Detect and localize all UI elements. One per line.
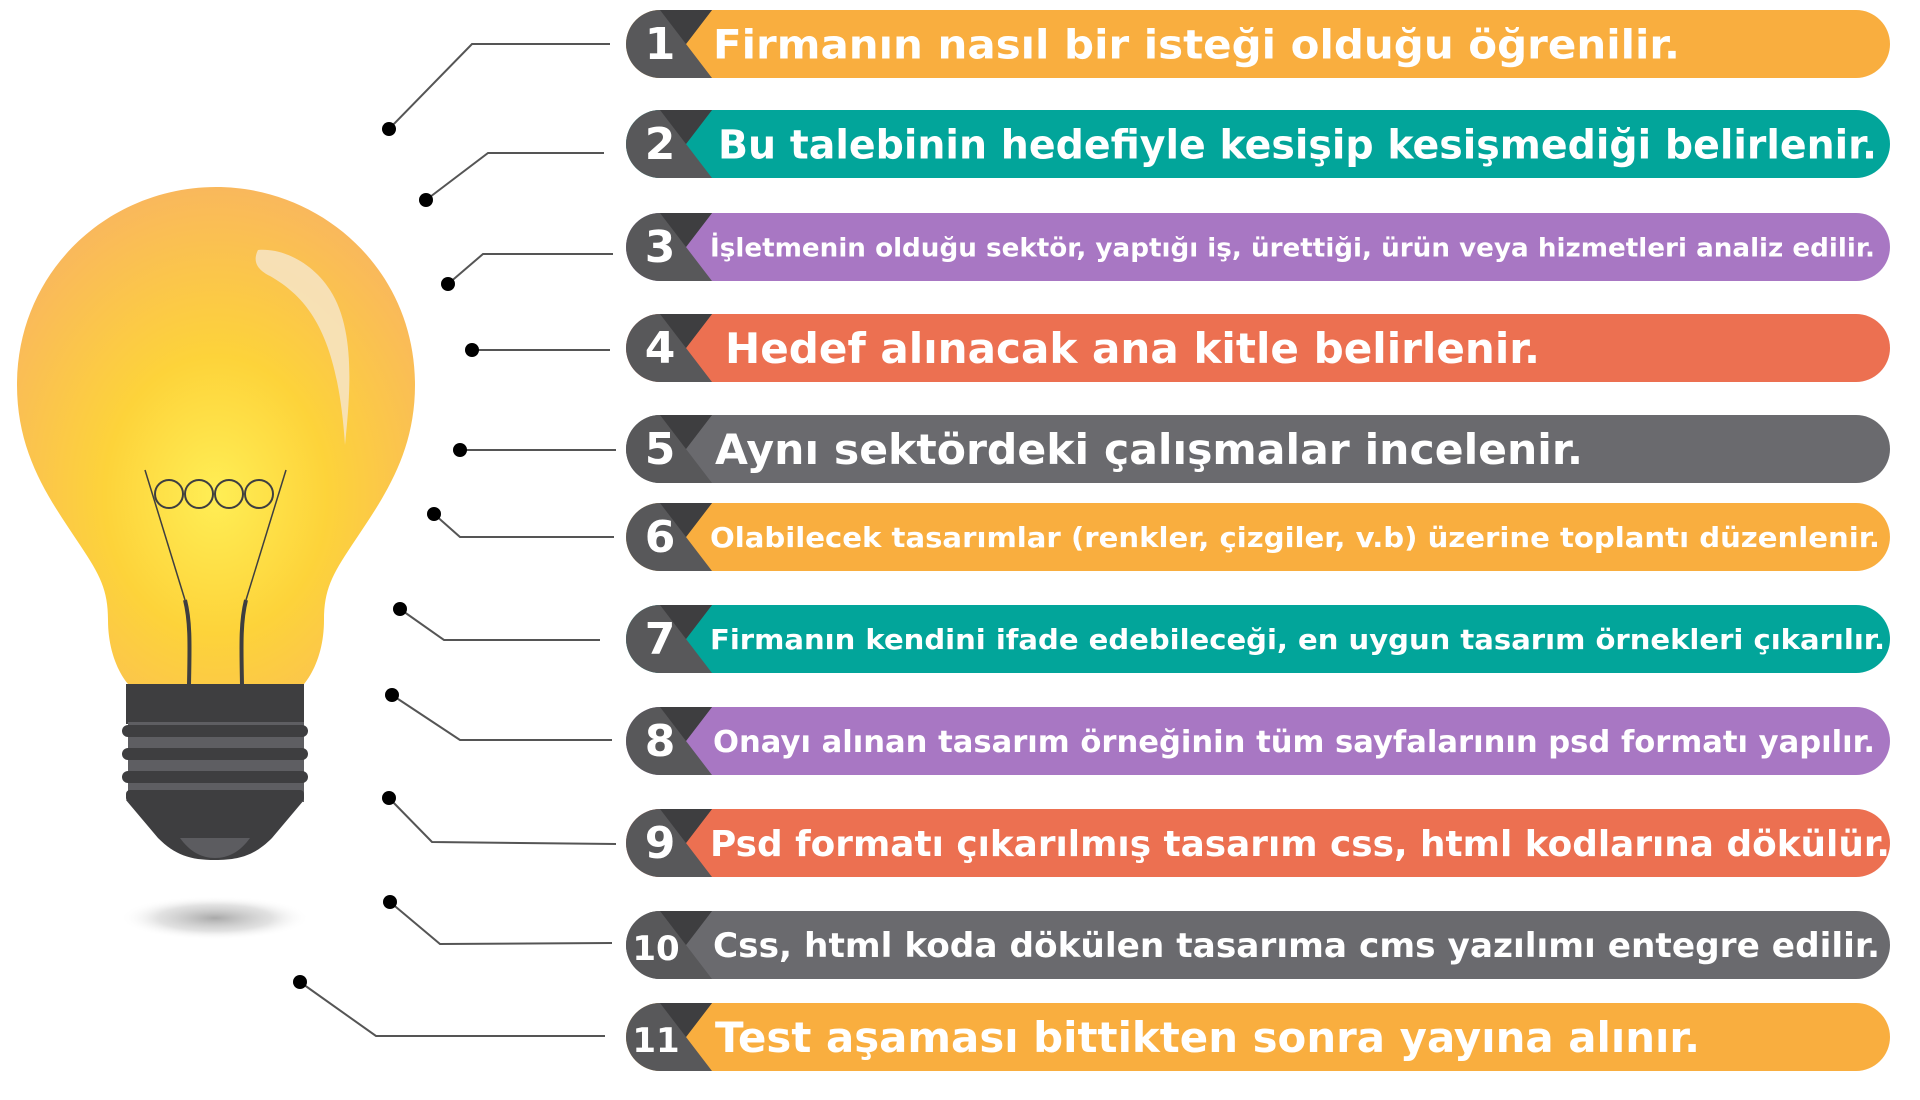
step-bar xyxy=(626,605,1890,673)
badge-shade xyxy=(660,415,712,449)
badge-shade xyxy=(660,605,712,639)
step-item: 2 Bu talebinin hedefiyle kesişip kesişmed… xyxy=(626,110,1890,178)
step-item: 10 Css, html koda dökülen tasarıma cms ya… xyxy=(626,911,1890,979)
step-bar xyxy=(626,10,1890,78)
step-item: 6 Olabilecek tasarımlar (renkler, çizgile… xyxy=(626,503,1890,571)
step-label: Firmanın nasıl bir isteği olduğu öğrenil… xyxy=(713,22,1680,68)
badge-shade xyxy=(660,503,712,537)
badge-shade xyxy=(660,110,712,144)
dot-icon xyxy=(383,895,397,909)
badge-shade xyxy=(660,1003,712,1037)
step-item: 5 Aynı sektördeki çalışmalar incelenir. xyxy=(626,415,1890,483)
bulb-shadow xyxy=(120,896,310,940)
connector-7 xyxy=(399,608,600,641)
connector-3 xyxy=(447,253,613,285)
step-bar xyxy=(626,415,1890,483)
step-bar xyxy=(626,314,1890,382)
step-number: 8 xyxy=(645,716,676,767)
step-label: Psd formatı çıkarılmış tasarım css, html… xyxy=(710,824,1890,865)
dot-icon xyxy=(453,443,467,457)
step-label: İşletmenin olduğu sektör, yaptığı iş, ür… xyxy=(710,231,1875,263)
step-label: Bu talebinin hedefiyle kesişip kesişmedi… xyxy=(718,122,1877,168)
step-bar xyxy=(626,1003,1890,1071)
badge-shade xyxy=(660,213,712,247)
step-number: 7 xyxy=(645,614,676,665)
bulb-glass xyxy=(17,187,415,684)
dot-icon xyxy=(382,122,396,136)
connector-6 xyxy=(433,513,614,538)
dot-icon xyxy=(419,193,433,207)
step-number: 10 xyxy=(632,929,679,969)
connector-11 xyxy=(299,981,605,1037)
connector-1 xyxy=(388,43,610,130)
step-item: 11 Test aşaması bittikten sonra yayına al… xyxy=(626,1003,1890,1071)
dot-icon xyxy=(393,602,407,616)
steps-list: 1 Firmanın nasıl bir isteği olduğu öğreni… xyxy=(626,10,1890,1071)
connector-10 xyxy=(389,901,613,946)
dot-icon xyxy=(293,975,307,989)
badge-shade xyxy=(660,809,712,843)
dot-icon xyxy=(382,791,396,805)
step-label: Olabilecek tasarımlar (renkler, çizgiler… xyxy=(710,521,1880,554)
step-bar xyxy=(626,911,1890,979)
step-label: Css, html koda dökülen tasarıma cms yazı… xyxy=(713,926,1880,966)
step-number: 9 xyxy=(645,818,676,869)
step-item: 9 Psd formatı çıkarılmış tasarım css, htm… xyxy=(626,809,1890,877)
step-bar xyxy=(626,809,1890,877)
dot-icon xyxy=(465,343,479,357)
connector-dots xyxy=(293,122,479,989)
connector-2 xyxy=(425,152,604,201)
step-bar xyxy=(626,707,1890,775)
step-item: 4 Hedef alınacak ana kitle belirlenir. xyxy=(626,314,1890,382)
step-number: 5 xyxy=(645,424,676,475)
bulb-highlight xyxy=(255,249,350,445)
step-label: Firmanın kendini ifade edebileceği, en u… xyxy=(710,623,1885,656)
step-number: 6 xyxy=(645,512,676,563)
bulb-base xyxy=(122,684,308,860)
step-number: 1 xyxy=(645,19,676,70)
step-number: 3 xyxy=(645,222,676,273)
badge-shade xyxy=(660,10,712,44)
dot-icon xyxy=(427,507,441,521)
step-label: Test aşaması bittikten sonra yayına alın… xyxy=(715,1013,1700,1062)
step-bar xyxy=(626,110,1890,178)
step-item: 8 Onayı alınan tasarım örneğinin tüm sayf… xyxy=(626,707,1890,775)
dot-icon xyxy=(385,688,399,702)
connector-9 xyxy=(388,797,617,845)
lightbulb-icon xyxy=(17,187,415,940)
bulb-filament xyxy=(144,469,287,685)
step-bar xyxy=(626,213,1890,281)
step-number: 4 xyxy=(645,323,676,374)
badge-shade xyxy=(660,314,712,348)
step-item: 7 Firmanın kendini ifade edebileceği, en … xyxy=(626,605,1890,673)
badge-shade xyxy=(660,707,712,741)
connector-8 xyxy=(391,694,612,741)
step-item: 3 İşletmenin olduğu sektör, yaptığı iş, ü… xyxy=(626,213,1890,281)
dot-icon xyxy=(441,277,455,291)
badge-shade xyxy=(660,911,712,945)
step-label: Aynı sektördeki çalışmalar incelenir. xyxy=(715,425,1583,474)
step-item: 1 Firmanın nasıl bir isteği olduğu öğreni… xyxy=(626,10,1890,78)
step-label: Onayı alınan tasarım örneğinin tüm sayfa… xyxy=(713,725,1875,760)
step-number: 11 xyxy=(632,1021,679,1061)
step-number: 2 xyxy=(645,119,676,170)
step-bar xyxy=(626,503,1890,571)
step-label: Hedef alınacak ana kitle belirlenir. xyxy=(725,324,1540,373)
connectors xyxy=(299,43,617,1037)
